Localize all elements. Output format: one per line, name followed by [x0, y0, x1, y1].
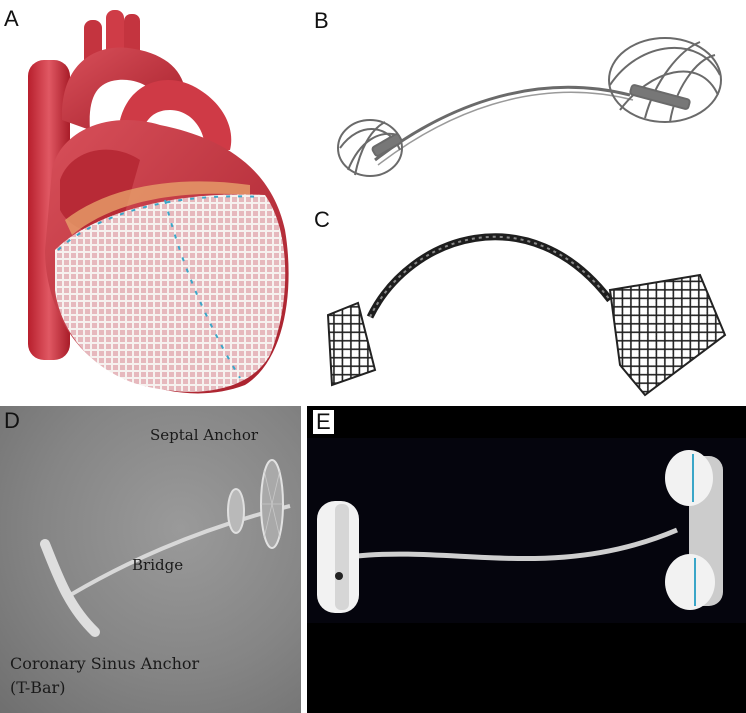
pulmonary-artery: [120, 80, 232, 150]
panel-b: B: [300, 0, 746, 205]
connecting-wire: [356, 527, 678, 562]
braided-arch: [366, 233, 613, 319]
label-bridge: Bridge: [132, 556, 184, 574]
felt-pad-right-top: [665, 450, 713, 506]
stent-device-illustration: [326, 233, 727, 397]
felt-pad-device-photo: [317, 450, 723, 613]
panel-c: C: [300, 205, 746, 400]
label-septal-anchor: Septal Anchor: [150, 426, 259, 444]
bridge-wire: [70, 504, 291, 596]
panel-a: A: [0, 0, 300, 400]
aortic-arch: [61, 47, 186, 130]
panel-letter-d: D: [4, 408, 20, 433]
mesh-wrap: [55, 194, 286, 392]
heart-illustration: [28, 10, 289, 394]
suture-line-vertical: [164, 199, 241, 379]
panel-letter-b: B: [314, 8, 329, 33]
stent-right: [608, 273, 727, 397]
panel-d: D Septal Anchor Bridge Coronary Sinus An…: [0, 406, 301, 713]
t-bar: [40, 539, 100, 637]
suture-line-top: [57, 195, 263, 251]
wire-device-illustration: [337, 37, 722, 177]
anchor-device-rendering: [40, 459, 291, 637]
panel-e: E: [307, 406, 746, 713]
wire-device: [337, 37, 722, 177]
panel-letter-e: E: [313, 410, 334, 434]
label-t-bar: (T-Bar): [10, 678, 66, 697]
felt-pad-right-bottom: [665, 554, 715, 610]
panel-letter-a: A: [4, 6, 19, 31]
panel-letter-c: C: [314, 207, 330, 232]
label-coronary-sinus-anchor: Coronary Sinus Anchor: [10, 654, 200, 673]
septal-anchor-small: [227, 488, 245, 534]
stent-left: [326, 301, 377, 387]
